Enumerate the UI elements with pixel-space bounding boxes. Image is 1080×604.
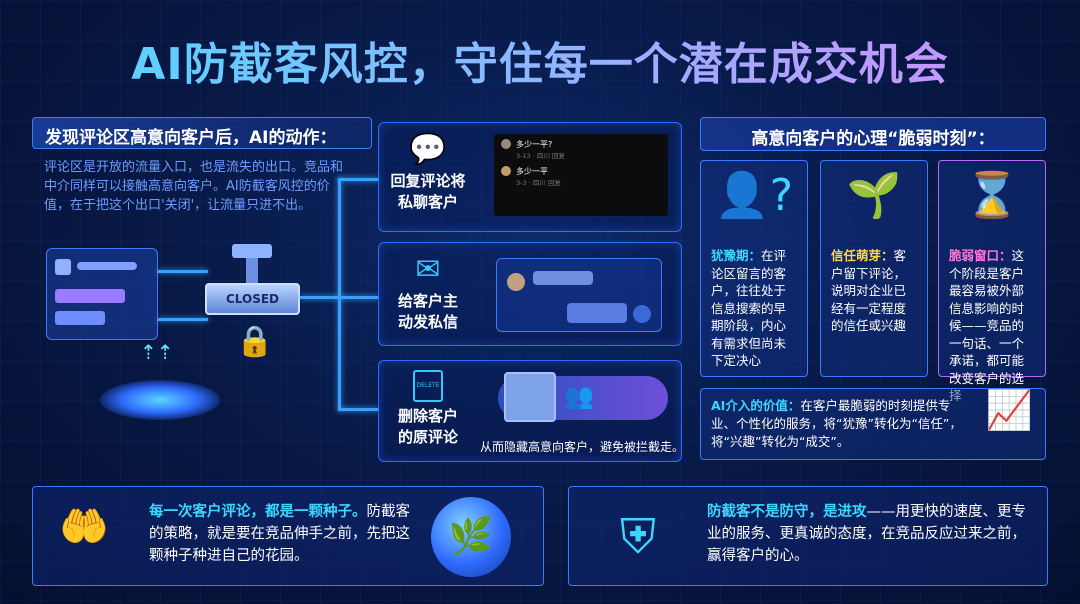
bottom-right-highlight: 防截客不是防守，是进攻 [707, 504, 867, 520]
bottom-right-body: ——用更快的速度、更专业的服务、更真诚的态度，在竞品反应过来之前，赢得客户的心。 [707, 504, 1026, 564]
action-panel-message [378, 242, 682, 346]
closed-valve: CLOSED [205, 283, 300, 315]
branch-arrow-3 [338, 408, 378, 411]
branch-trunk [338, 178, 341, 410]
avatar [507, 273, 525, 291]
lock-icon: 🔒 [236, 324, 274, 359]
action-delete-label-1: 删除客户 [397, 407, 458, 425]
action-reply: 💬 回复评论将 私聊客户 [382, 132, 474, 213]
avatar [501, 139, 511, 149]
message-mockup [496, 258, 662, 332]
page-title: AI防截客风控，守住每一个潜在成交机会 [0, 28, 1080, 92]
safe-and-team-illustration: 👥 [498, 372, 668, 422]
traffic-panel-illustration [46, 248, 158, 340]
psy-card-title: 犹豫期： [711, 248, 762, 263]
chat-bubble-icon: 💬 [409, 132, 447, 167]
outgoing-bubble [567, 303, 627, 323]
ai-value-title: AI介入的价值： [711, 398, 801, 413]
comment-meta: 3-13 · 四川 [516, 152, 550, 160]
hide-caption: 从而隐藏高意向客户，避免被拦截走。 [480, 440, 685, 454]
bottom-left-body: 防截客的策略，就是要在竞品伸手之前，先把这颗种子种进自己的花园。 [149, 504, 410, 564]
valve-handle-icon [232, 244, 272, 258]
psy-card-body: 客户留下评论，说明对企业已经有一定程度的信任或兴趣 [831, 248, 907, 333]
upward-arrows-icon: ⇡⇡ [140, 340, 174, 364]
flow-line-bottom [158, 318, 208, 321]
psy-card-window: ⌛ 脆弱窗口：这个阶段是客户最容易被外部信息影响的时候——竞品的一句话、一个承诺… [938, 160, 1046, 403]
right-section-heading: 高意向客户的心理“脆弱时刻”： [700, 117, 1046, 151]
trash-delete-icon: DELETE [413, 370, 443, 402]
ai-value-body: 在客户最脆弱的时刻提供专业、个性化的服务，将“犹豫”转化为“信任”，将“兴趣”转… [711, 398, 962, 449]
user-avatar-icon [633, 305, 651, 323]
incoming-bubble [533, 271, 593, 285]
psy-card-title: 信任萌芽： [831, 248, 894, 263]
action-message-label-1: 给客户主 [397, 292, 458, 310]
safe-icon [504, 372, 556, 422]
team-members-icon: 👥 [564, 382, 594, 410]
branch-arrow-2 [300, 296, 378, 299]
action-reply-label-2: 私聊客户 [397, 193, 458, 211]
sprout-icon: 🌱 [846, 170, 902, 221]
branch-arrow-1 [338, 178, 378, 181]
action-delete: DELETE 删除客户 的原评论 [382, 370, 474, 448]
comment-reply: 回复 [547, 179, 561, 187]
action-delete-label-2: 的原评论 [397, 428, 458, 446]
comment-text: 多少一平? [516, 140, 553, 149]
valve-stem [246, 258, 258, 284]
user-question-icon: 👤? [714, 170, 794, 221]
psy-card-title: 脆弱窗口： [949, 248, 1012, 263]
comment-meta: 3-3 · 四川 [516, 179, 546, 187]
growth-chart-icon: 📈 [985, 388, 1033, 432]
action-message-label-2: 动发私信 [397, 313, 458, 331]
left-section-heading: 发现评论区高意向客户后，AI的动作： [32, 117, 372, 149]
psy-card-body: 这个阶段是客户最容易被外部信息影响的时候——竞品的一句话、一个承诺，都可能改变客… [949, 248, 1025, 403]
ai-value-box: AI介入的价值：在客户最脆弱的时刻提供专业、个性化的服务，将“犹豫”转化为“信任… [700, 388, 1046, 460]
comment-reply: 回复 [552, 152, 566, 160]
bottom-panel-seed: 🤲 每一次客户评论，都是一颗种子。防截客的策略，就是要在竞品伸手之前，先把这颗种… [32, 486, 544, 586]
action-message: ✉ 给客户主 动发私信 [382, 252, 474, 333]
comment-row: 多少一平 3-3 · 四川 回复 [501, 166, 661, 187]
bottom-left-highlight: 每一次客户评论，都是一颗种子。 [149, 504, 367, 520]
comment-screenshot: 多少一平? 3-13 · 四川 回复 多少一平 3-3 · 四川 回复 [494, 134, 668, 216]
shield-arrow-icon: ⛨ [619, 509, 656, 565]
action-reply-label-1: 回复评论将 [390, 172, 466, 190]
avatar [501, 166, 511, 176]
comment-text: 多少一平 [516, 167, 548, 176]
flow-line-top [158, 270, 208, 273]
seed-hands-icon: 🤲 [59, 504, 109, 550]
glowing-platform [100, 380, 220, 420]
psy-card-trust: 🌱 信任萌芽：客户留下评论，说明对企业已经有一定程度的信任或兴趣 [820, 160, 928, 377]
envelope-icon: ✉ [415, 252, 441, 287]
comment-row: 多少一平? 3-13 · 四川 回复 [501, 139, 661, 160]
psy-card-body: 在评论区留言的客户，往往处于信息搜索的早期阶段，内心有需求但尚未下定决心 [711, 248, 787, 368]
garden-globe-icon: 🌿 [431, 497, 511, 577]
hourglass-icon: ⌛ [964, 170, 1020, 221]
psy-card-hesitation: 👤? 犹豫期：在评论区留言的客户，往往处于信息搜索的早期阶段，内心有需求但尚未下… [700, 160, 808, 377]
left-section-description: 评论区是开放的流量入口，也是流失的出口。竞品和中介同样可以接触高意向客户。AI防… [44, 160, 344, 213]
bottom-panel-offense: ⛨ 防截客不是防守，是进攻——用更快的速度、更专业的服务、更真诚的态度，在竞品反… [568, 486, 1048, 586]
